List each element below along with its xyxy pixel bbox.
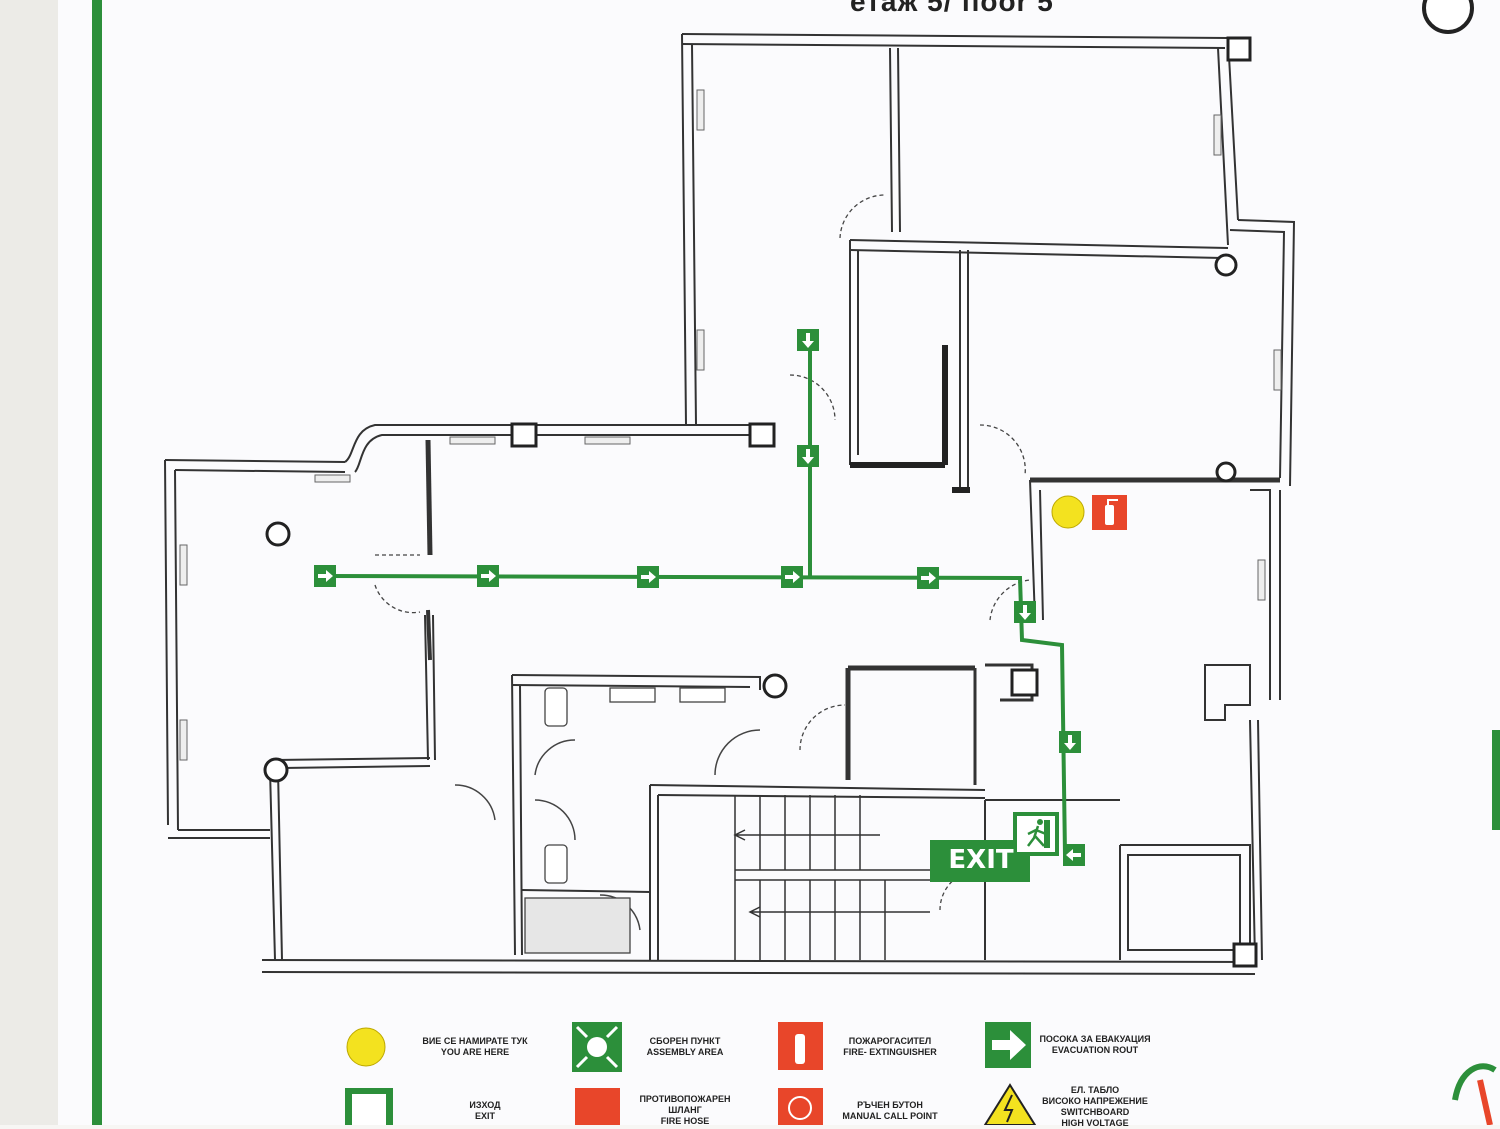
legend-fire-extinguisher: ПОЖАРОГАСИТЕЛ FIRE- EXTINGUISHER <box>843 1036 937 1057</box>
fire-extinguisher-marker <box>1092 495 1127 530</box>
legend-high-voltage: ЕЛ. ТАБЛО ВИСОКО НАПРЕЖЕНИЕ SWITCHBOARD … <box>1042 1085 1148 1128</box>
legend-assembly-area: СБОРЕН ПУНКТ ASSEMBLY AREA <box>646 1036 724 1057</box>
plaque-green-border <box>92 0 102 1125</box>
right-edge-marker <box>1492 730 1500 830</box>
wall-background <box>0 0 60 1125</box>
walls <box>164 33 1296 975</box>
legend-evacuation-route: ПОСОКА ЗА ЕВАКУАЦИЯ EVACUATION ROUT <box>1039 1034 1151 1055</box>
legend-fire-hose: ПРОТИВОПОЖАРЕН ШЛАНГ FIRE HOSE <box>639 1094 731 1126</box>
legend-icons <box>345 1022 1037 1125</box>
legend-manual-call-point: РЪЧЕН БУТОН MANUAL CALL POINT <box>842 1100 938 1121</box>
floor-title: етаж 5/ floor 5 <box>850 0 1054 17</box>
company-logo-icon <box>1452 1063 1497 1125</box>
logo-icon <box>1422 0 1474 34</box>
you-are-here-marker <box>1051 495 1085 529</box>
legend-exit: ИЗХОД EXIT <box>469 1100 501 1121</box>
exit-sign-label: EXIT <box>948 845 1014 875</box>
exit-sign <box>930 812 1059 882</box>
legend-you-are-here: ВИЕ СЕ НАМИРАТЕ ТУК YOU ARE HERE <box>422 1036 528 1057</box>
